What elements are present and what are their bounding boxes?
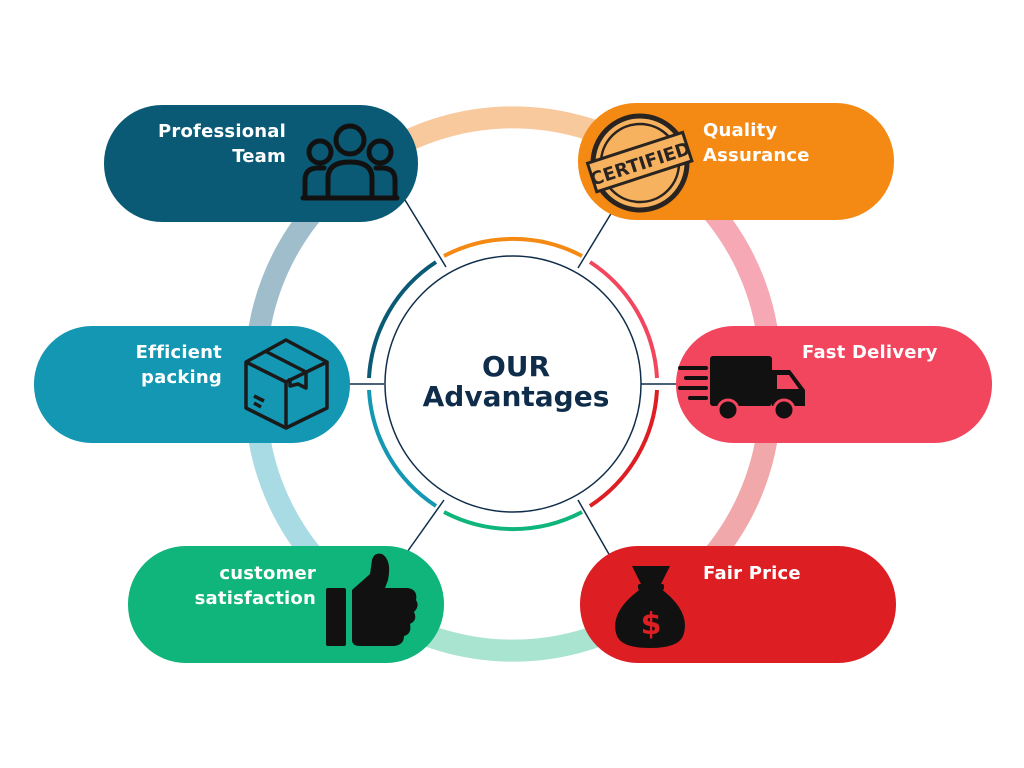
label-line: satisfaction — [194, 588, 316, 609]
label-customer-satisfaction: customer satisfaction — [140, 561, 316, 611]
center-title: OUR Advantages — [410, 352, 622, 412]
svg-text:$: $ — [641, 607, 662, 642]
label-fair-price: Fair Price — [703, 561, 883, 586]
box-icon — [244, 338, 329, 430]
label-line: Fast Delivery — [802, 342, 938, 363]
label-fast-delivery: Fast Delivery — [802, 340, 982, 365]
label-line: Assurance — [703, 145, 810, 166]
label-professional-team: Professional Team — [110, 119, 286, 169]
connector-lines — [350, 199, 676, 557]
label-line: packing — [141, 367, 222, 388]
label-line: Efficient — [135, 342, 222, 363]
label-line: Quality — [703, 120, 778, 141]
inner-ring — [367, 237, 659, 531]
label-line: customer — [219, 563, 316, 584]
delivery-truck-icon — [678, 356, 805, 422]
label-efficient-packing: Efficient packing — [50, 340, 222, 390]
team-icon — [300, 123, 400, 201]
thumbs-up-icon — [326, 553, 418, 646]
center-circle — [384, 255, 642, 513]
title-line-1: OUR — [481, 350, 551, 383]
title-line-2: Advantages — [422, 380, 610, 413]
money-bag-icon: $ — [615, 566, 685, 648]
label-line: Team — [232, 146, 286, 167]
label-line: Fair Price — [703, 563, 801, 584]
certified-stamp-icon: CERTIFIED — [585, 113, 694, 213]
label-quality-assurance: Quality Assurance — [703, 118, 883, 168]
label-line: Professional — [158, 121, 286, 142]
pill-fast-delivery — [676, 326, 992, 443]
